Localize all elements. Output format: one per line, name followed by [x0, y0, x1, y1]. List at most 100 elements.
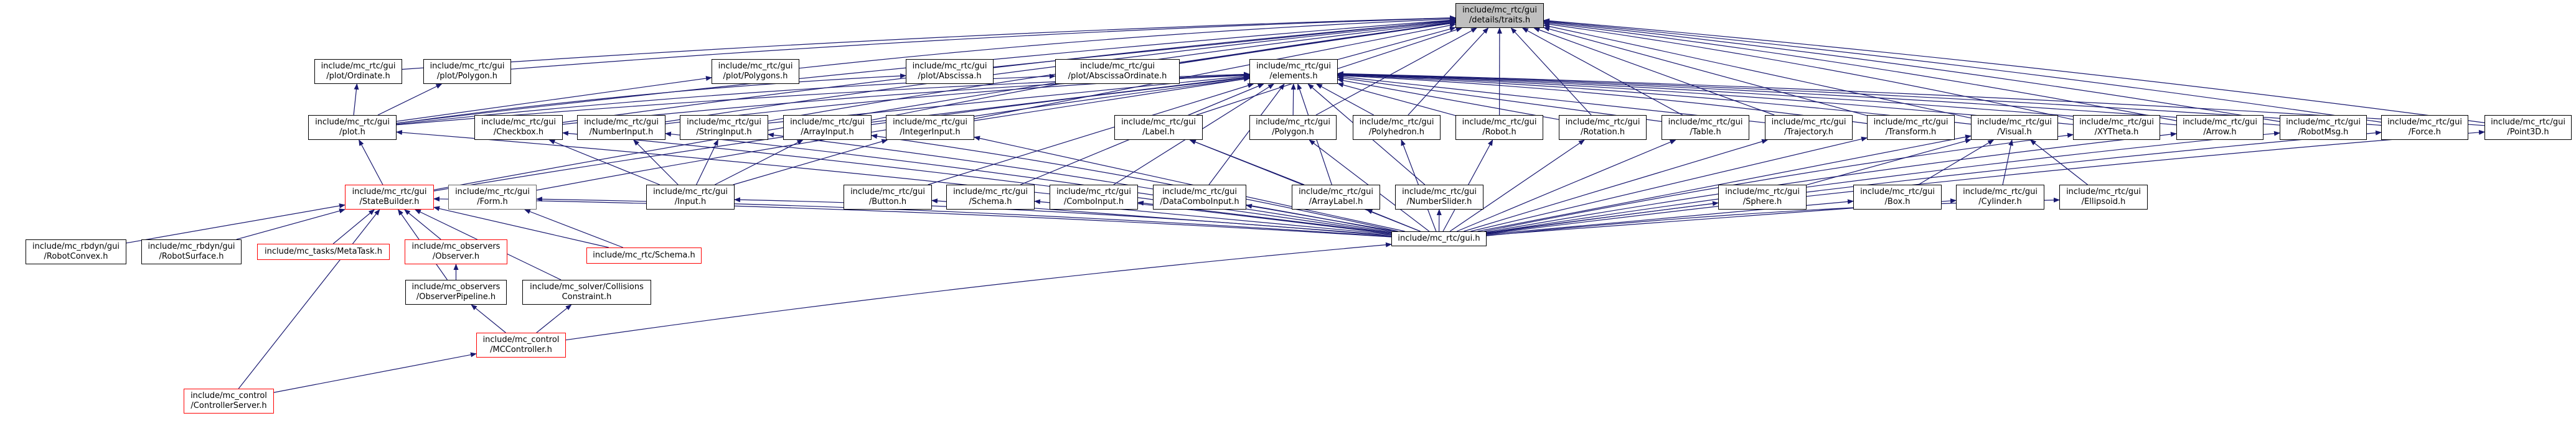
node-point3d[interactable]: include/mc_rtc/gui/Point3D.h: [2484, 115, 2572, 140]
node-rtc-schema[interactable]: include/mc_rtc/Schema.h: [586, 248, 702, 264]
node-label-line: /RobotSurface.h: [159, 252, 224, 261]
node-plot-abscissa[interactable]: include/mc_rtc/gui/plot/Abscissa.h: [906, 59, 994, 84]
node-label-line: /ObserverPipeline.h: [416, 292, 496, 302]
node-label-line: /ArrayLabel.h: [1309, 197, 1363, 206]
node-label-line: /Table.h: [1690, 127, 1721, 137]
node-polyhedron[interactable]: include/mc_rtc/gui/Polyhedron.h: [1353, 115, 1441, 140]
node-rotation[interactable]: include/mc_rtc/gui/Rotation.h: [1559, 115, 1647, 140]
node-gui[interactable]: include/mc_rtc/gui.h: [1391, 231, 1487, 246]
node-label-line: include/mc_rtc/gui: [455, 187, 530, 197]
node-integerinput[interactable]: include/mc_rtc/gui/IntegerInput.h: [886, 115, 974, 140]
node-controllerserver[interactable]: include/mc_control/ControllerServer.h: [184, 389, 274, 414]
node-plot-abscissaordinate[interactable]: include/mc_rtc/gui/plot/AbscissaOrdinate…: [1055, 59, 1180, 84]
node-datacomboinput[interactable]: include/mc_rtc/gui/DataComboInput.h: [1153, 185, 1246, 210]
edge-transform-to-elements: [1337, 73, 1868, 124]
node-observer[interactable]: include/mc_observers/Observer.h: [405, 239, 507, 264]
node-label-line: /Visual.h: [1997, 127, 2032, 137]
node-label-line: /details/traits.h: [1469, 16, 1531, 25]
node-ellipsoid[interactable]: include/mc_rtc/gui/Ellipsoid.h: [2059, 185, 2148, 210]
node-plot-polygon[interactable]: include/mc_rtc/gui/plot/Polygon.h: [423, 59, 511, 84]
node-plot[interactable]: include/mc_rtc/gui/plot.h: [308, 115, 397, 140]
node-box[interactable]: include/mc_rtc/gui/Box.h: [1853, 185, 1942, 210]
edge-arrow-to-traits: [1543, 21, 2177, 121]
edge-robotmsg-to-elements: [1337, 72, 2280, 126]
node-label-line: include/mc_rtc/gui: [430, 62, 505, 71]
edge-plot-polygon-to-traits: [510, 16, 1456, 70]
node-label-line: include/mc_rtc/Schema.h: [593, 251, 695, 260]
node-plot-ordinate[interactable]: include/mc_rtc/gui/plot/Ordinate.h: [314, 59, 402, 84]
edge-force-to-elements: [1337, 71, 2382, 126]
node-cylinder[interactable]: include/mc_rtc/gui/Cylinder.h: [1956, 185, 2044, 210]
node-label-line: include/mc_observers: [411, 282, 501, 292]
node-plot-polygons[interactable]: include/mc_rtc/gui/plot/Polygons.h: [712, 59, 799, 84]
node-label-line: /NumberInput.h: [589, 127, 654, 137]
node-label-line: include/mc_rtc/gui: [2066, 187, 2141, 197]
node-label-line: include/mc_rtc/gui.h: [1398, 234, 1480, 243]
node-polygon[interactable]: include/mc_rtc/gui/Polygon.h: [1249, 115, 1337, 140]
edge-rotation-to-elements: [1337, 78, 1559, 120]
node-label-line: include/mc_rtc/gui: [2491, 118, 2565, 127]
edge-gui-to-point3d: [1486, 129, 2485, 234]
edge-controllerserver-to-mccontroller: [273, 352, 477, 393]
node-visual[interactable]: include/mc_rtc/gui/Visual.h: [1971, 115, 2058, 140]
node-checkbox[interactable]: include/mc_rtc/gui/Checkbox.h: [474, 115, 563, 140]
edge-table-to-traits: [1521, 27, 1683, 116]
node-label-line: /Rotation.h: [1580, 127, 1625, 137]
node-arraylabel[interactable]: include/mc_rtc/gui/ArrayLabel.h: [1292, 185, 1380, 210]
node-label-line: include/mc_rbdyn/gui: [32, 242, 120, 251]
node-label-line: /Force.h: [2409, 127, 2441, 137]
node-label-line: /plot/Polygons.h: [723, 72, 788, 81]
node-robotmsg[interactable]: include/mc_rtc/gui/RobotMsg.h: [2280, 115, 2367, 140]
node-stringinput[interactable]: include/mc_rtc/gui/StringInput.h: [680, 115, 768, 140]
edge-gui-to-visual: [1477, 134, 1972, 232]
node-label-line: include/mc_solver/Collisions: [530, 282, 644, 292]
node-label-line: include/mc_rtc/gui: [912, 62, 987, 71]
node-xytheta[interactable]: include/mc_rtc/gui/XYTheta.h: [2073, 115, 2160, 140]
node-comboinput[interactable]: include/mc_rtc/gui/ComboInput.h: [1050, 185, 1138, 210]
node-sphere[interactable]: include/mc_rtc/gui/Sphere.h: [1718, 185, 1807, 210]
node-input[interactable]: include/mc_rtc/gui/Input.h: [646, 185, 735, 210]
node-label-line: include/mc_rtc/gui: [1668, 118, 1743, 127]
node-label-line: /RobotMsg.h: [2298, 127, 2349, 137]
edge-visual-to-traits: [1543, 24, 1972, 119]
node-button[interactable]: include/mc_rtc/gui/Button.h: [844, 185, 932, 210]
node-robotconvex[interactable]: include/mc_rbdyn/gui/RobotConvex.h: [26, 239, 126, 264]
edge-mccontroller-to-gui: [565, 242, 1392, 341]
node-label-line: /elements.h: [1269, 72, 1318, 81]
node-table[interactable]: include/mc_rtc/gui/Table.h: [1662, 115, 1749, 140]
node-label-line: /IntegerInput.h: [900, 127, 961, 137]
node-robot[interactable]: include/mc_rtc/gui/Robot.h: [1455, 115, 1543, 140]
node-mccontroller[interactable]: include/mc_control/MCController.h: [476, 333, 566, 358]
node-label-line: /Point3D.h: [2507, 127, 2549, 137]
edge-gui-to-arrow: [1486, 132, 2177, 233]
node-label-line: include/mc_rtc/gui: [2387, 118, 2462, 127]
node-metatask[interactable]: include/mc_tasks/MetaTask.h: [257, 244, 390, 260]
node-arrow[interactable]: include/mc_rtc/gui/Arrow.h: [2176, 115, 2263, 140]
node-label-line: /Ellipsoid.h: [2081, 197, 2126, 206]
edge-elements-to-traits: [1337, 26, 1456, 60]
node-label-line: include/mc_rtc/gui: [1771, 118, 1846, 127]
node-trajectory[interactable]: include/mc_rtc/gui/Trajectory.h: [1765, 115, 1853, 140]
node-label-line: /Robot.h: [1482, 127, 1516, 137]
node-arrayinput[interactable]: include/mc_rtc/gui/ArrayInput.h: [783, 115, 872, 140]
node-force[interactable]: include/mc_rtc/gui/Force.h: [2381, 115, 2468, 140]
node-numberslider[interactable]: include/mc_rtc/gui/NumberSlider.h: [1395, 185, 1483, 210]
node-label-line: /MCController.h: [490, 345, 552, 354]
node-transform[interactable]: include/mc_rtc/gui/Transform.h: [1867, 115, 1955, 140]
node-label-line: include/mc_control: [482, 335, 560, 345]
node-label-line: include/mc_rtc/gui: [2286, 118, 2361, 127]
node-label-line: include/mc_rtc/gui: [687, 118, 761, 127]
node-observerpipeline[interactable]: include/mc_observers/ObserverPipeline.h: [405, 280, 507, 305]
node-numberinput[interactable]: include/mc_rtc/gui/NumberInput.h: [577, 115, 665, 140]
node-elements[interactable]: include/mc_rtc/gui/elements.h: [1249, 59, 1338, 84]
node-gui-schema[interactable]: include/mc_rtc/gui/Schema.h: [946, 185, 1035, 210]
node-form[interactable]: include/mc_rtc/gui/Form.h: [448, 185, 537, 210]
node-statebuilder[interactable]: include/mc_rtc/gui/StateBuilder.h: [345, 185, 434, 210]
node-label[interactable]: include/mc_rtc/gui/Label.h: [1114, 115, 1203, 140]
node-label-line: /StateBuilder.h: [359, 197, 420, 206]
node-label-line: include/mc_rtc/gui: [1565, 118, 1640, 127]
node-robotsurface[interactable]: include/mc_rbdyn/gui/RobotSurface.h: [141, 239, 242, 264]
node-label-line: /DataComboInput.h: [1160, 197, 1239, 206]
edge-input-to-numberinput: [633, 139, 679, 185]
